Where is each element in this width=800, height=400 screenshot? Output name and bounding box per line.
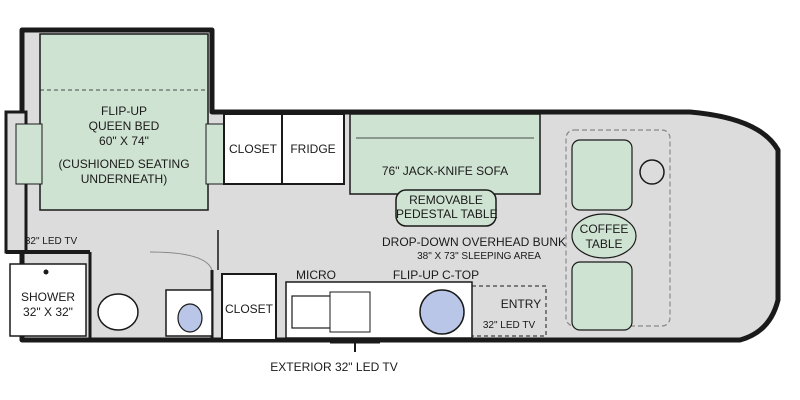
- bed-label-3: 60" X 74": [99, 134, 149, 148]
- bunk-label-2: 38" X 73" SLEEPING AREA: [417, 251, 541, 262]
- fridge-label: FRIDGE: [290, 142, 336, 156]
- galley-sink: [329, 291, 371, 333]
- bed-label-4: (CUSHIONED SEATING: [58, 157, 190, 171]
- bath-sink: [177, 303, 203, 333]
- steering-wheel-icon: [639, 159, 665, 185]
- ctop-label: FLIP-UP C-TOP: [392, 268, 480, 282]
- coffee-table: [571, 213, 637, 259]
- entry-tv-label: 32" LED TV: [482, 320, 536, 331]
- sofa-label: 76" JACK-KNIFE SOFA: [381, 164, 509, 178]
- shower-stall: [9, 263, 87, 337]
- shower-label-2: 32" X 32": [23, 305, 73, 319]
- table-label-2: PEDESTAL TABLE: [396, 207, 498, 221]
- closet-bottom-label: CLOSET: [224, 302, 273, 316]
- bunk-label-1: DROP-DOWN OVERHEAD BUNK: [382, 235, 567, 249]
- bath-door-swing: [149, 251, 213, 271]
- coffee-table-label-1: COFFEE: [579, 222, 629, 236]
- bed-label-1: FLIP-UP: [100, 104, 147, 118]
- coffee-table-label-2: TABLE: [585, 237, 623, 251]
- entry-step: [471, 285, 547, 337]
- table-label-1: REMOVABLE: [409, 193, 483, 207]
- queen-bed: [39, 33, 209, 211]
- micro-label: MICRO: [296, 268, 336, 282]
- jack-knife-sofa: [349, 113, 541, 195]
- fridge-box: [281, 113, 345, 185]
- closet-top-label: CLOSET: [228, 142, 277, 156]
- bed-label-5: UNDERNEATH): [80, 172, 168, 186]
- bed-side-cushion-right: [205, 123, 225, 185]
- tv-left-label: 32" LED TV: [24, 236, 78, 247]
- passenger-seat: [571, 261, 633, 331]
- stovetop-burner: [419, 289, 465, 335]
- exterior-tv-label: EXTERIOR 32" LED TV: [270, 360, 398, 374]
- closet-bottom-box: [221, 273, 277, 341]
- toilet: [97, 293, 139, 331]
- driver-seat: [571, 139, 633, 211]
- bed-side-cushion-left: [15, 123, 43, 185]
- bed-label-2: QUEEN BED: [88, 119, 160, 133]
- pedestal-table: [395, 189, 497, 227]
- shower-label-1: SHOWER: [21, 290, 75, 304]
- entry-label: ENTRY: [500, 297, 542, 311]
